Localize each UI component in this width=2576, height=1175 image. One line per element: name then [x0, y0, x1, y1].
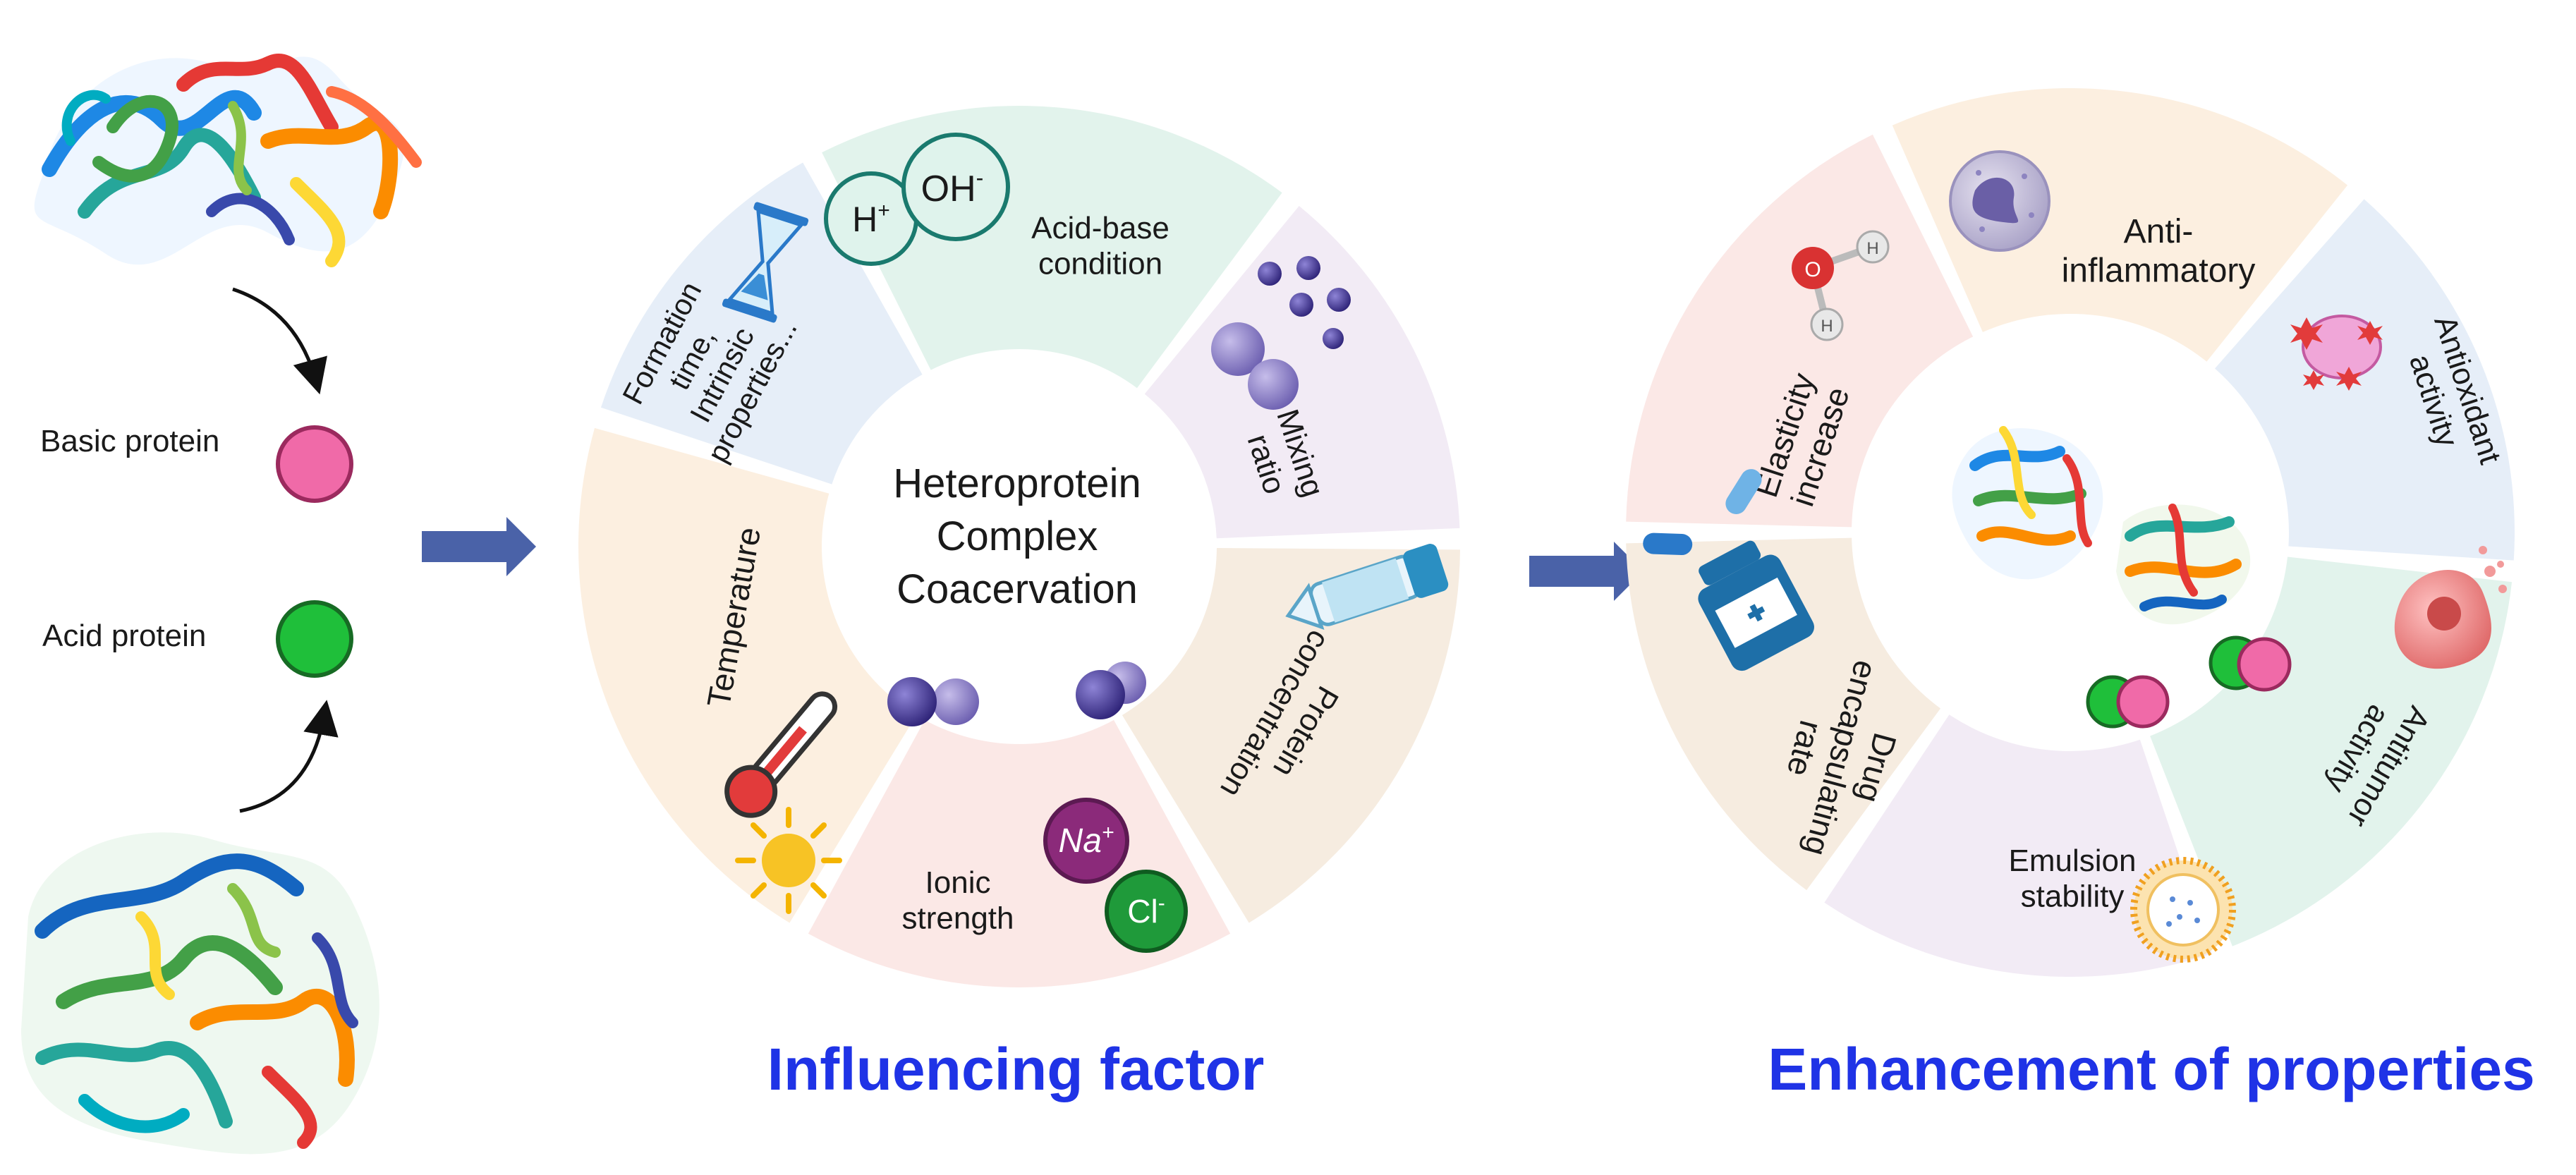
svg-text:H: H	[1821, 317, 1833, 336]
basic-protein-structure-image	[34, 54, 422, 267]
enhancement-segments: Anti-inflammatoryAntioxidantactivityAnti…	[1626, 87, 2515, 977]
wheel-center-line-2: Complex	[937, 513, 1098, 559]
enhancement_wheel-segment-label-0-line-0: Anti-	[2124, 213, 2194, 250]
acid-protein-arrow	[239, 700, 339, 813]
spheres-icon	[1211, 256, 1351, 410]
protein-complex-image	[1952, 426, 2251, 625]
ion-icon: Na+ Cl-	[1043, 798, 1188, 953]
svg-text:Cl-: Cl-	[1127, 891, 1165, 930]
svg-text:O: O	[1804, 258, 1821, 281]
enhancement-title: Enhancement of properties	[1768, 1036, 2535, 1102]
enhancement_wheel-segment-label-0-line-1: inflammatory	[2062, 252, 2256, 289]
acid-protein-label: Acid protein	[42, 619, 206, 653]
enhancement_wheel-segment-label-0: Anti-inflammatory	[2062, 213, 2256, 289]
hourglass-icon	[722, 202, 809, 323]
basic-protein-arrow	[232, 287, 327, 395]
influencing_wheel-segment-label-0-line-0: Acid-base	[1031, 211, 1169, 245]
influencing_wheel-segment-1	[1144, 206, 1460, 539]
sphere-pair-left-icon	[887, 677, 979, 726]
influencing_wheel-segment-label-0-line-1: condition	[1038, 247, 1162, 281]
micelle-icon	[2130, 857, 2236, 963]
enhancement_wheel-segment-label-3-line-1: stability	[2021, 879, 2125, 914]
influencing_wheel-segment-label-3-line-0: Ionic	[925, 865, 991, 900]
enhancement_wheel-segment-1	[2215, 199, 2515, 561]
protein-pair-lower-icon	[2086, 675, 2170, 729]
sun-icon	[735, 807, 842, 914]
sphere-pair-right-icon	[1076, 662, 1146, 719]
protein-pair-upper-icon	[2209, 635, 2292, 692]
thermometer-icon	[724, 691, 838, 818]
svg-text:H: H	[1866, 239, 1878, 258]
acid-protein-circle	[276, 600, 353, 678]
svg-text:Na+: Na+	[1059, 821, 1114, 860]
svg-text:OH-: OH-	[921, 165, 984, 209]
pill-bottle-icon	[1643, 469, 1814, 671]
radical-icon	[2290, 315, 2383, 391]
water-molecule-icon: O H H	[1792, 230, 1890, 341]
test-tube-icon	[1285, 544, 1449, 630]
arrow-to-enhancement	[1529, 542, 1644, 601]
enhancement_wheel-segment-3	[1824, 714, 2212, 977]
left-panel: Basic protein Acid protein	[21, 54, 422, 1155]
basic-protein-label: Basic protein	[40, 424, 219, 458]
cell-icon	[1949, 150, 2051, 252]
basic-protein-circle	[276, 425, 353, 503]
svg-text:H+: H+	[852, 199, 890, 239]
influencing_wheel-segment-2	[1122, 547, 1460, 923]
influencing_wheel-segment-label-3-line-1: strength	[902, 901, 1014, 936]
ph-bubble-icon: H+ OH-	[824, 133, 1010, 266]
influencing-factor-title: Influencing factor	[767, 1036, 1265, 1102]
acid-protein-structure-image	[21, 832, 379, 1155]
wheel-center-line-1: Heteroprotein	[893, 461, 1141, 506]
influencing_wheel-segment-4	[578, 427, 917, 923]
wheel-center-line-3: Coacervation	[897, 566, 1138, 612]
enhancement_wheel-segment-4	[1626, 537, 1941, 891]
enhancement_wheel-segment-label-3-line-0: Emulsion	[2009, 844, 2137, 878]
arrow-to-factors	[422, 517, 536, 576]
enhancement-wheel: Anti-inflammatoryAntioxidantactivityAnti…	[1626, 87, 2515, 977]
tumor-cell-icon	[2394, 546, 2507, 669]
enhancement_wheel-segment-5	[1626, 134, 1974, 528]
